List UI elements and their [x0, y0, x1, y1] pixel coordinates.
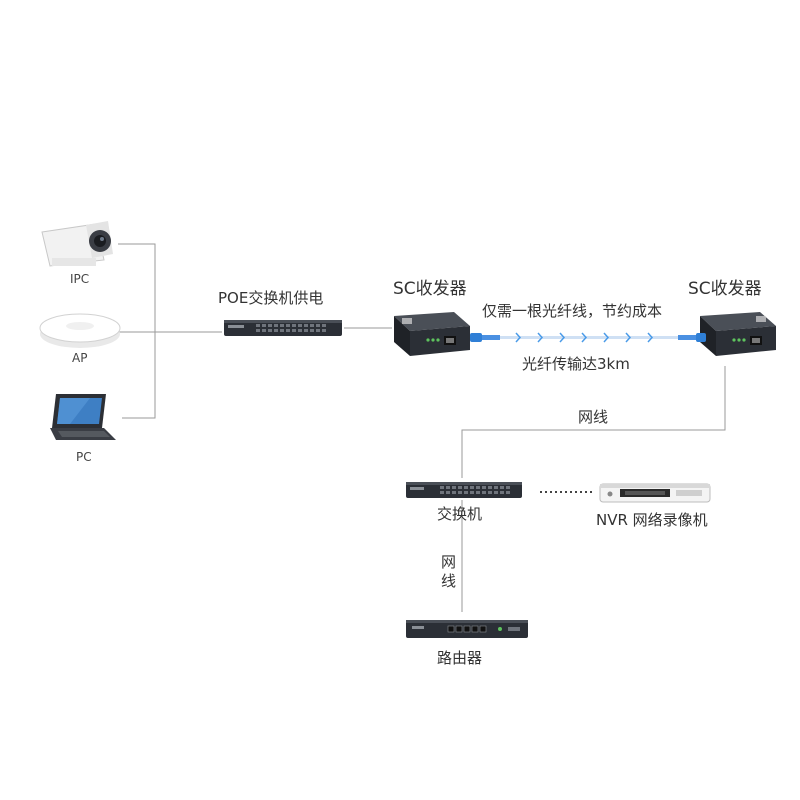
fiber-top-note: 仅需一根光纤线，节约成本: [482, 302, 663, 320]
fiber-light-arrows: [515, 332, 654, 343]
network-cable-vertical-label-1: 网: [441, 553, 457, 571]
poe-switch-label: POE交换机供电: [218, 289, 324, 307]
network-cable-vertical-label-2: 线: [441, 572, 457, 590]
pc-label: PC: [76, 450, 92, 464]
connection-lines: [118, 243, 726, 612]
router-label: 路由器: [437, 649, 483, 667]
router-icon: [406, 620, 528, 638]
ap-label: AP: [72, 351, 88, 365]
access-point-icon: [39, 313, 121, 348]
nvr-icon: [599, 483, 711, 503]
ipc-label: IPC: [70, 272, 90, 286]
fiber-optic-cable: [470, 332, 706, 343]
switch-label: 交换机: [437, 505, 483, 523]
laptop-pc-icon: [50, 394, 116, 440]
sc-transceiver-right-label: SC收发器: [688, 279, 762, 299]
network-cable-label: 网线: [578, 408, 609, 426]
ipc-link: [118, 243, 156, 419]
sc-transceiver-left-label: SC收发器: [393, 279, 467, 299]
sc-transceiver-right-icon: [700, 312, 776, 356]
network-cable-link: [461, 366, 726, 478]
ipc-camera-icon: [41, 221, 113, 267]
nvr-label: NVR 网络录像机: [596, 511, 708, 529]
switch-icon: [406, 482, 522, 498]
sc-transceiver-left-icon: [394, 312, 470, 356]
poe-switch-icon: [224, 320, 342, 336]
fiber-bottom-note: 光纤传输达3km: [522, 355, 630, 373]
